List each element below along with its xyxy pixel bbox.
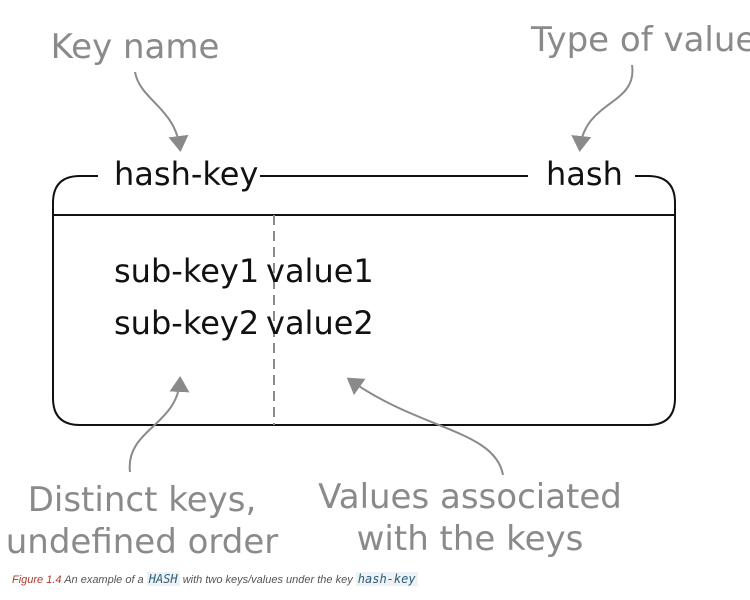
key-name-annotation: Key name	[51, 27, 220, 67]
caption-code-hash: HASH	[146, 572, 180, 586]
type-of-value-annotation: Type of value	[530, 20, 750, 60]
caption-code-hash-key: hash-key	[355, 572, 418, 586]
distinct-keys-annotation-line1: Distinct keys,	[28, 480, 257, 520]
row-1-value: value1	[266, 252, 374, 290]
values-annotation-line1: Values associated	[318, 477, 622, 517]
values-arrow	[346, 377, 504, 476]
row-1-subkey: sub-key1	[114, 252, 259, 290]
type-of-value-arrow	[571, 64, 634, 152]
figure-caption: Figure 1.4 An example of a HASH with two…	[12, 572, 418, 586]
values-annotation-line2: with the keys	[357, 519, 584, 559]
row-2-subkey: sub-key2	[114, 304, 259, 342]
distinct-keys-annotation-line2: undefined order	[6, 522, 279, 562]
row-2-value: value2	[266, 304, 374, 342]
caption-text-middle: with two keys/values under the key	[182, 574, 353, 586]
hash-box-outline	[52, 175, 676, 426]
key-name-arrow	[134, 71, 189, 152]
hash-key-name: hash-key	[114, 155, 258, 193]
distinct-keys-arrow	[128, 376, 190, 473]
figure-number: Figure 1.4	[12, 574, 62, 586]
hash-type-label: hash	[546, 155, 623, 193]
caption-text-before: An example of a	[64, 574, 144, 586]
